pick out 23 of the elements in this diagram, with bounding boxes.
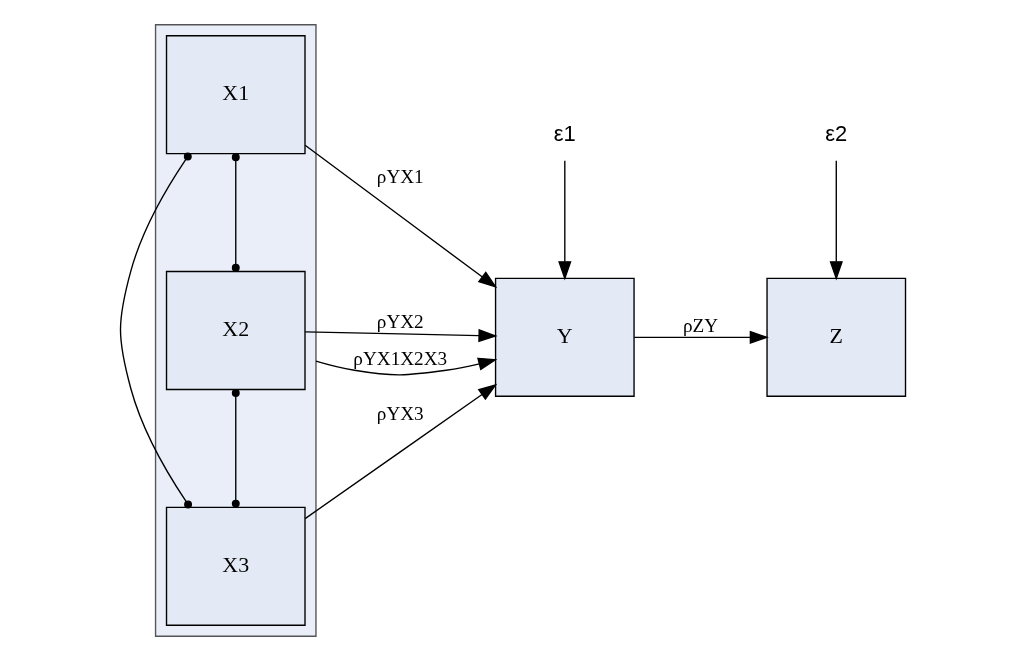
edge-label: ρYX1X2X3 <box>352 348 447 370</box>
node-box: Z <box>765 277 906 397</box>
edge-label: ρZY <box>682 315 718 337</box>
node-text: ε1 <box>553 121 576 147</box>
node-box: X1 <box>165 35 306 155</box>
edge-label: ρYX1 <box>376 165 424 187</box>
arrow <box>303 328 498 343</box>
node-box: X3 <box>165 506 306 626</box>
arrow <box>633 330 769 345</box>
arrow <box>557 160 572 281</box>
node-box: Y <box>494 277 635 397</box>
node-text: ε2 <box>824 121 847 147</box>
node-box: X2 <box>165 270 306 391</box>
arrow <box>303 144 497 289</box>
connector <box>119 152 192 509</box>
connector <box>231 153 240 272</box>
edge-label: ρYX2 <box>376 311 424 333</box>
cluster <box>154 24 317 637</box>
arrow <box>314 357 497 376</box>
arrow <box>303 383 497 520</box>
arrow <box>829 160 843 281</box>
edge-label: ρYX3 <box>376 402 424 424</box>
connector <box>231 389 240 508</box>
